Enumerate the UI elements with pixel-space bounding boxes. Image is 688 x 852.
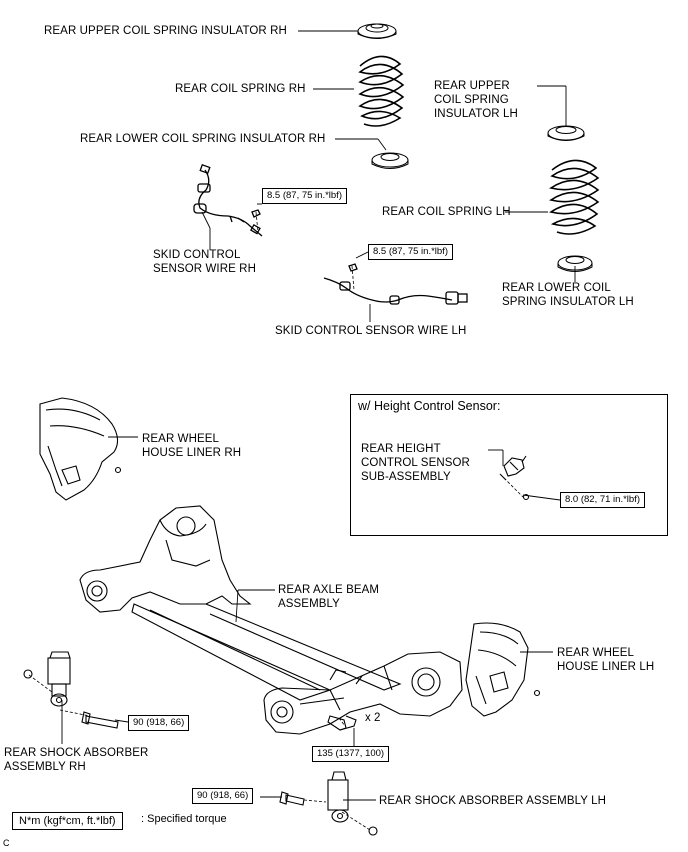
lower-insulator-lh-part [557, 255, 593, 272]
label-coil-spring-rh: REAR COIL SPRING RH [175, 83, 306, 95]
beam-bolt-part [327, 715, 357, 731]
coil-spring-lh-part [549, 159, 600, 235]
height-sensor-part [499, 455, 530, 501]
corner-mark: C [3, 838, 10, 848]
height-control-box [350, 394, 668, 536]
shock-rh-part [23, 651, 119, 729]
label-upper-insulator-lh: REAR UPPER COIL SPRING INSULATOR LH [434, 80, 518, 120]
label-coil-spring-lh: REAR COIL SPRING LH [382, 206, 511, 218]
torque-beam-bolt: 135 (1377, 100) [312, 746, 390, 762]
skid-wire-lh-part [323, 263, 468, 305]
label-upper-insulator-rh: REAR UPPER COIL SPRING INSULATOR RH [44, 25, 287, 37]
label-lower-insulator-lh: REAR LOWER COIL SPRING INSULATOR LH [502, 282, 634, 308]
leader-lines [61, 30, 576, 801]
wheel-liner-rh-part [39, 397, 122, 501]
label-skid-wire-rh: SKID CONTROL SENSOR WIRE RH [153, 249, 256, 275]
dashed-guides [28, 211, 524, 831]
wheel-liner-lh-part [465, 622, 541, 717]
height-control-box-title: w/ Height Control Sensor: [358, 399, 501, 413]
torque-height-sensor: 8.0 (82, 71 in.*lbf) [560, 492, 645, 508]
upper-insulator-rh-part [357, 23, 397, 39]
lower-insulator-rh-part [371, 152, 409, 169]
label-shock-rh: REAR SHOCK ABSORBER ASSEMBLY RH [4, 747, 149, 773]
label-lower-insulator-rh: REAR LOWER COIL SPRING INSULATOR RH [80, 133, 326, 145]
label-wheel-liner-lh: REAR WHEEL HOUSE LINER LH [557, 647, 655, 673]
label-height-sensor: REAR HEIGHT CONTROL SENSOR SUB-ASSEMBLY [361, 443, 470, 483]
torque-shock-rh-bolt: 90 (918, 66) [128, 715, 190, 731]
torque-skid-lh: 8.5 (87, 75 in.*lbf) [368, 244, 453, 260]
label-wheel-liner-rh: REAR WHEEL HOUSE LINER RH [142, 433, 242, 459]
label-skid-wire-lh: SKID CONTROL SENSOR WIRE LH [275, 325, 467, 337]
skid-wire-rh-part [193, 163, 263, 237]
legend-meaning: : Specified torque [141, 813, 227, 825]
shock-lh-part [279, 771, 378, 836]
beam-bolt-quantity: x 2 [365, 712, 381, 724]
torque-skid-rh: 8.5 (87, 75 in.*lbf) [262, 188, 347, 204]
label-axle-beam: REAR AXLE BEAM ASSEMBLY [278, 584, 380, 610]
torque-shock-lh-bolt: 90 (918, 66) [192, 788, 254, 804]
label-shock-lh: REAR SHOCK ABSORBER ASSEMBLY LH [379, 795, 607, 807]
axle-beam-part [79, 505, 463, 735]
upper-insulator-lh-part [547, 125, 585, 141]
legend-unit-box: N*m (kgf*cm, ft.*lbf) [12, 812, 123, 830]
coil-spring-rh-part [358, 55, 405, 127]
